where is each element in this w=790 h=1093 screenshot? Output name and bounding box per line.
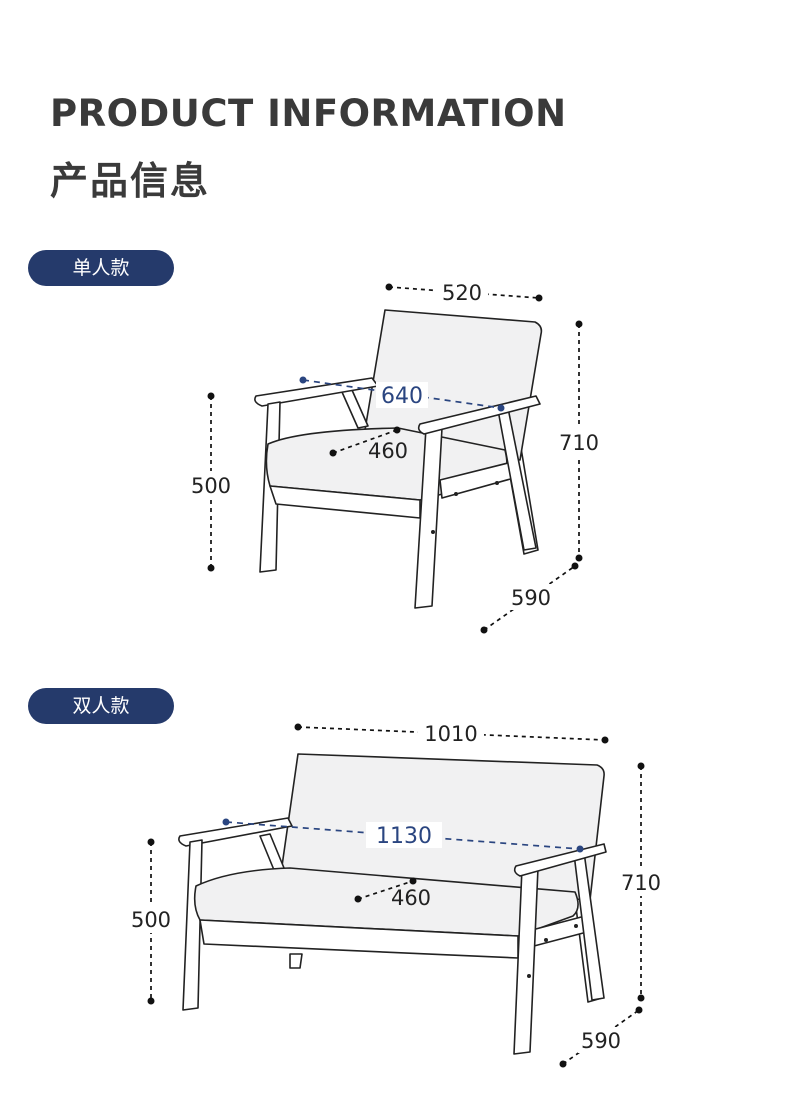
dim-height-label: 710 — [621, 871, 661, 895]
single-dimension-overall-width: 640 — [299, 376, 505, 412]
single-dimension-seat-depth: 460 — [329, 426, 408, 463]
dim-seat-height-label: 500 — [191, 474, 231, 498]
double-dimension-seat-height: 500 — [128, 838, 174, 1005]
single-dimension-height: 710 — [556, 320, 602, 562]
dim-depth-label: 590 — [511, 586, 551, 610]
single-dimension-seat-height: 500 — [188, 392, 234, 572]
model-badge-single: 单人款 — [28, 250, 174, 286]
model-badge-double: 双人款 — [28, 688, 174, 724]
dim-overall-width-label: 640 — [381, 384, 423, 409]
double-dimension-seat-depth: 460 — [354, 877, 431, 910]
dim-depth-label: 590 — [581, 1029, 621, 1053]
single-sofa-diagram: 520 710 590 500 460 640 — [188, 278, 602, 634]
single-sofa-illustration — [254, 309, 543, 609]
dim-height-label: 710 — [559, 431, 599, 455]
dim-seat-depth-label: 460 — [368, 439, 408, 463]
single-dimension-depth: 590 — [480, 562, 579, 634]
double-dimension-height: 710 — [618, 762, 664, 1002]
page-title: PRODUCT INFORMATION — [50, 92, 567, 135]
double-dimension-width: 1010 — [294, 720, 609, 746]
dim-overall-width-label: 1130 — [376, 824, 432, 849]
dim-width-label: 520 — [442, 281, 482, 305]
double-dimension-depth: 590 — [559, 1006, 643, 1068]
page-subtitle: 产品信息 — [50, 159, 211, 203]
double-sofa-illustration — [178, 753, 607, 1055]
dim-seat-height-label: 500 — [131, 908, 171, 932]
double-sofa-diagram: 1010 710 590 500 460 1130 — [128, 720, 664, 1068]
double-dimension-overall-width: 1130 — [222, 818, 584, 853]
dim-seat-depth-label: 460 — [391, 886, 431, 910]
single-dimension-width: 520 — [385, 278, 543, 305]
dim-width-label: 1010 — [424, 722, 477, 746]
